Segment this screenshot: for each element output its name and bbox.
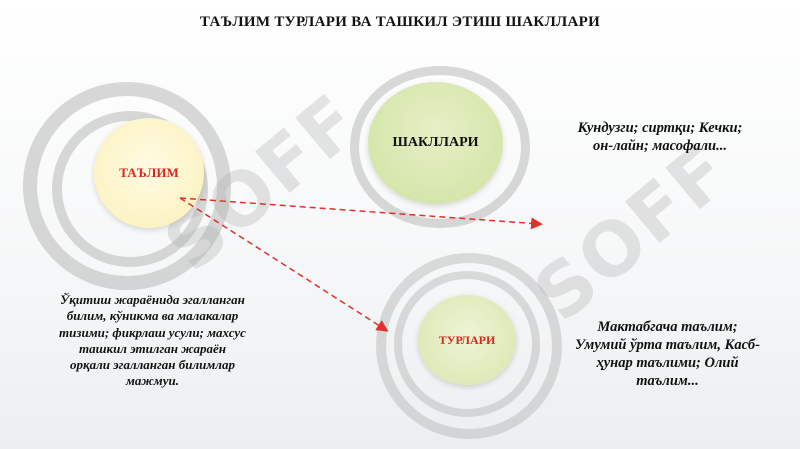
note-line: ташкил этилган жараён [79, 340, 226, 356]
note-line: таълим... [636, 373, 699, 390]
note-line: Ўқитиш жараёнида эгалланган [60, 292, 245, 307]
note-line: орқали эгалланган билимлар [70, 357, 235, 372]
note-line: мажмуи. [126, 373, 179, 389]
shakllari-outer-ring [350, 66, 530, 228]
shakllari-label: ШАКЛЛАРИ [392, 135, 479, 150]
talim-definition-note: Ўқитиш жараёнида эгалланган билим, кўник… [20, 292, 285, 390]
note-line: он-лайн; масофали... [593, 138, 727, 155]
talim-node: ТАЪЛИМ [94, 118, 204, 228]
note-line: ҳунар таълими; Олий [596, 355, 739, 372]
talim-label: ТАЪЛИМ [119, 165, 179, 180]
slide-title: ТАЪЛИМ ТУРЛАРИ ВА ТАШКИЛ ЭТИШ ШАКЛЛАРИ [199, 14, 601, 30]
note-line: Мактабгача таълим; [597, 319, 738, 335]
note-line: билим, кўникма ва малакалар [66, 308, 239, 324]
arrow-to-turlari [179, 197, 389, 332]
turlari-middle-ring [394, 271, 540, 417]
talim-middle-ring [52, 111, 208, 267]
turlari-list-note: Мактабгача таълим; Умумий ўрта таълим, К… [560, 318, 775, 391]
arrow-to-shakllari-list [179, 197, 543, 230]
turlari-node: ТУРЛАРИ [418, 295, 516, 385]
shakllari-list-note: Кундузги; сиртқи; Кечки; он-лайн; масофа… [555, 119, 765, 155]
turlari-label: ТУРЛАРИ [438, 332, 496, 347]
note-line: Кундузги; сиртқи; Кечки; [577, 120, 743, 136]
turlari-outer-ring [376, 253, 562, 439]
note-line: тизими; фикрлаш усули; махсус [59, 324, 246, 340]
shakllari-node: ШАКЛЛАРИ [368, 82, 503, 204]
note-line: Умумий ўрта таълим, Касб- [575, 337, 760, 354]
